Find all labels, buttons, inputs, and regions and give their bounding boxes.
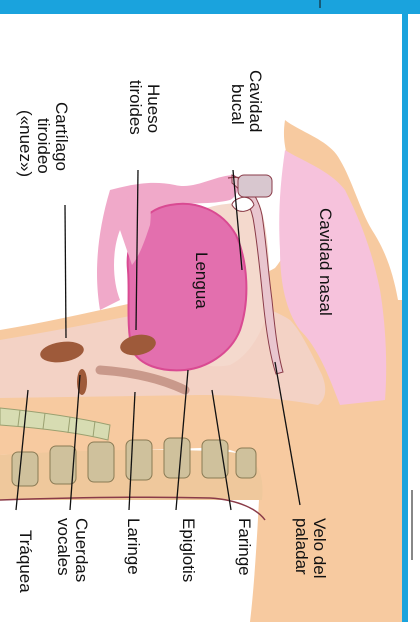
label-cavidad-nasal: Cavidad nasal — [316, 208, 335, 316]
label-cartilago-1: Cartílago — [52, 102, 71, 171]
label-velo-1: Velo del — [310, 518, 329, 579]
label-cartilago-2: tiroideo — [34, 118, 53, 174]
label-laringe: Laringe — [124, 518, 143, 575]
label-traquea: Tráquea — [16, 530, 35, 593]
upper-teeth-shape — [238, 175, 272, 197]
label-epiglotis: Epiglotis — [179, 518, 198, 582]
label-cuerdas-1: Cuerdas — [72, 518, 91, 582]
vertebra — [88, 442, 114, 482]
vertebra — [126, 440, 152, 480]
label-hueso-1: Hueso — [144, 84, 163, 133]
vertebra — [236, 448, 256, 478]
vertebra — [202, 440, 228, 478]
label-hueso-2: tiroides — [126, 80, 145, 135]
label-lengua: Lengua — [192, 252, 211, 309]
label-cavidad-bucal-1: Cavidad — [246, 70, 265, 132]
vertebra — [164, 438, 190, 478]
spine-outline — [0, 497, 265, 520]
top-frame-bar — [0, 0, 420, 14]
label-velo-2: paladar — [292, 518, 311, 575]
vertebra — [12, 452, 38, 486]
right-frame-bar — [402, 0, 408, 622]
label-faringe: Faringe — [235, 518, 254, 576]
label-cuerdas-2: vocales — [54, 518, 73, 576]
label-cartilago-3: («nuez») — [16, 110, 35, 177]
label-cavidad-bucal-2: bucal — [228, 84, 247, 125]
